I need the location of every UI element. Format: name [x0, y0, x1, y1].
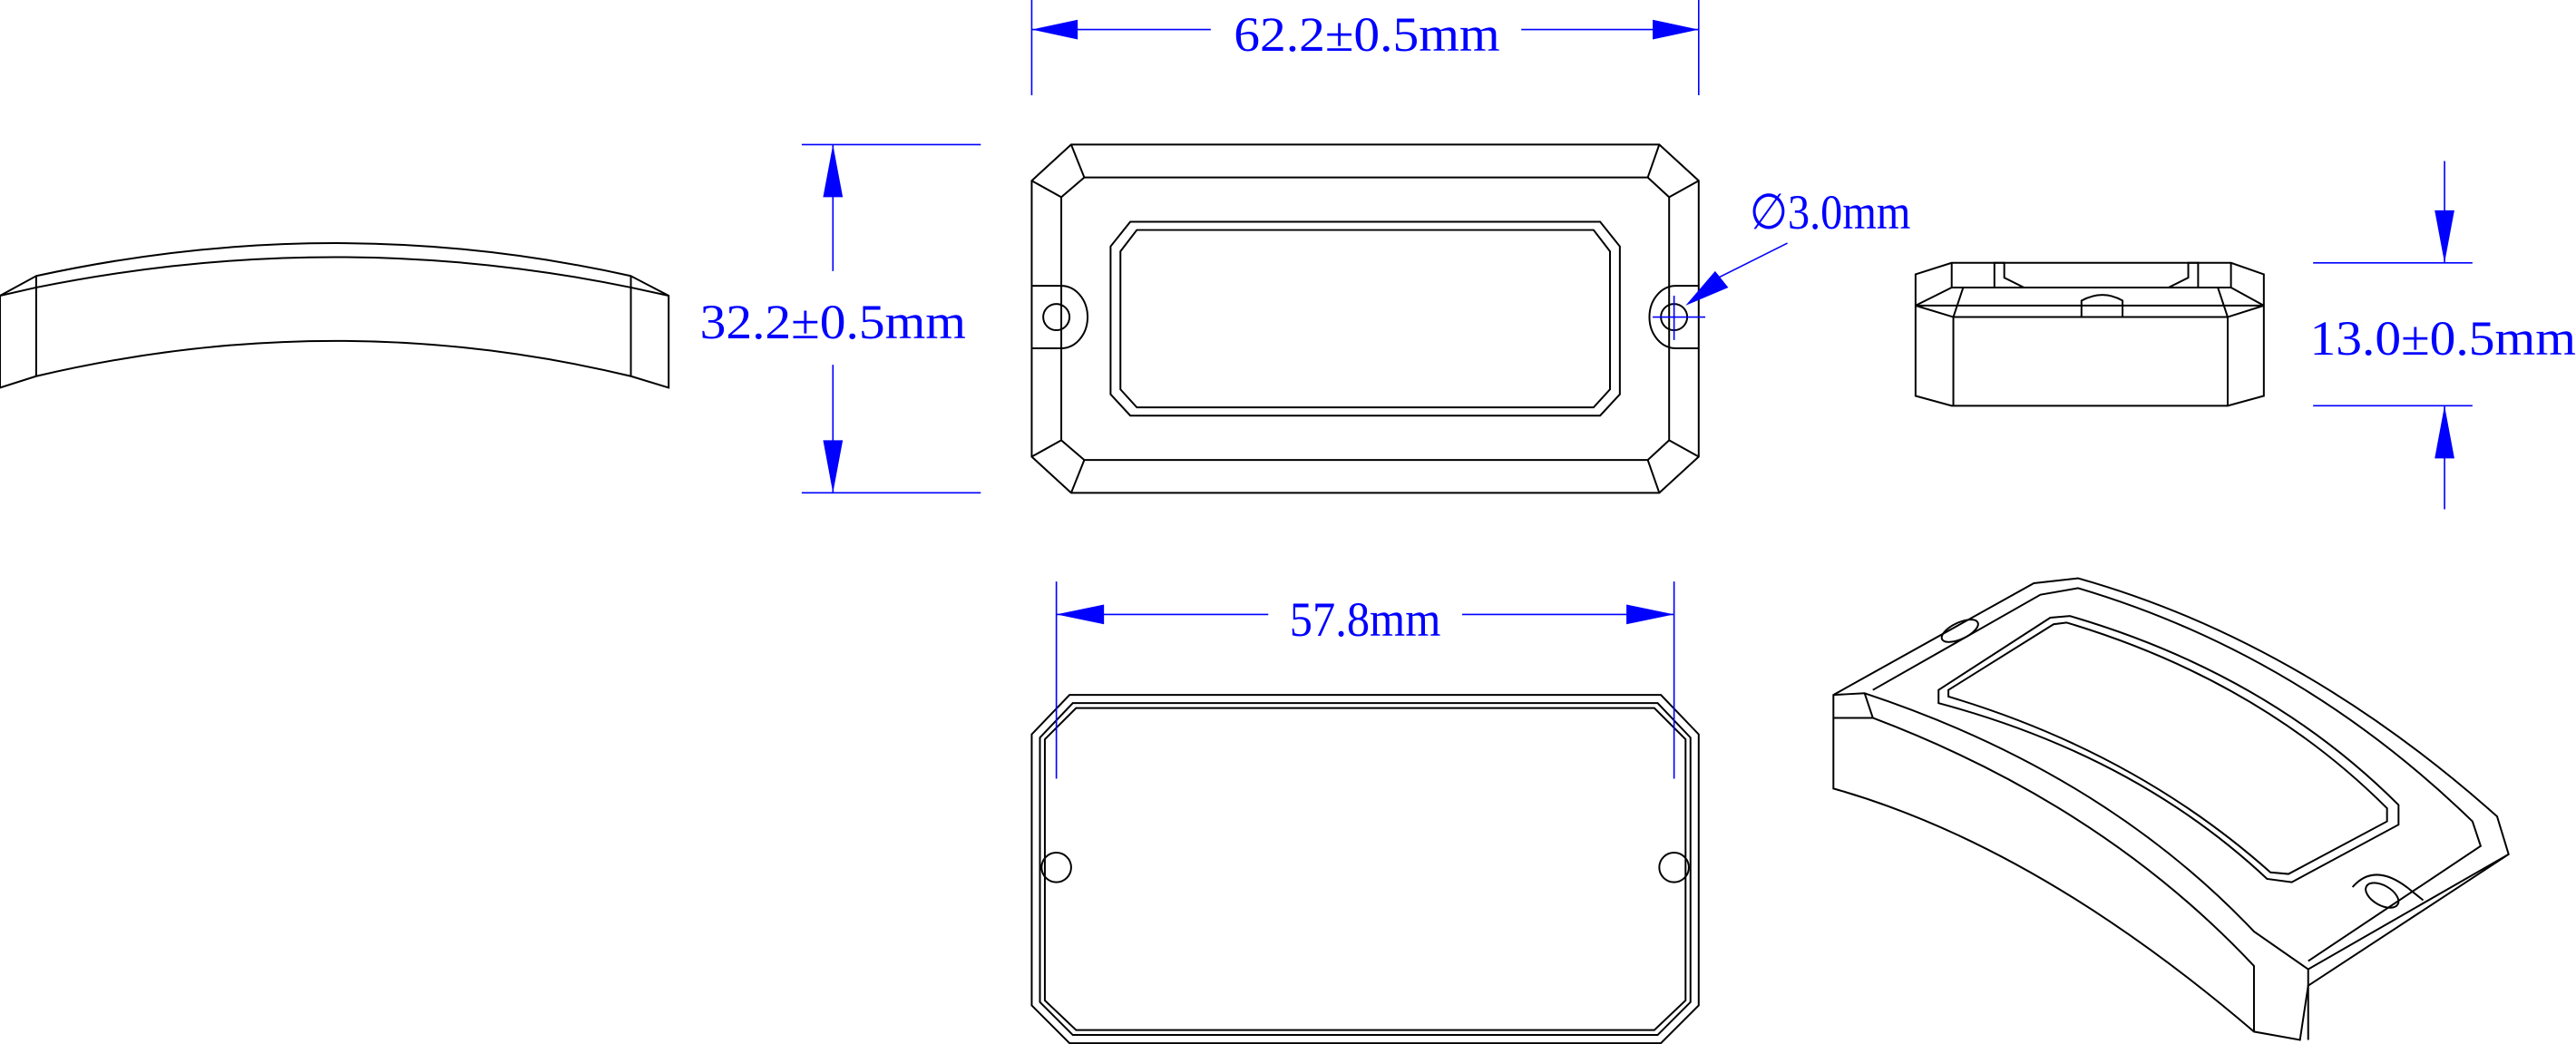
top-view	[1030, 143, 1706, 494]
side-view-curved	[0, 242, 670, 389]
leader-arrow-icon	[1685, 270, 1729, 306]
height-label: 32.2±0.5mm	[700, 295, 966, 349]
arrow-right-icon	[1626, 604, 1674, 625]
thickness-label: 13.0±0.5mm	[2310, 311, 2576, 366]
arrow-down-icon	[2435, 210, 2454, 263]
end-view	[1914, 261, 2265, 407]
dimension-height: 32.2±0.5mm	[700, 143, 981, 494]
hole-diameter-label: ∅3.0mm	[1750, 185, 1910, 239]
arrow-right-icon	[1653, 19, 1699, 40]
bottom-view	[1030, 694, 1700, 1044]
arrow-up-icon	[2435, 405, 2454, 459]
width-label: 62.2±0.5mm	[1234, 7, 1499, 62]
mounting-hole-left	[1042, 303, 1071, 332]
arrow-up-icon	[823, 144, 844, 198]
arrow-left-icon	[1031, 19, 1078, 40]
dimension-width: 62.2±0.5mm	[1030, 0, 1700, 96]
dimension-hole: ∅3.0mm	[1685, 185, 1910, 306]
arrow-left-icon	[1056, 604, 1105, 625]
dimension-hole-spacing: 57.8mm	[1055, 581, 1675, 779]
isometric-view	[1832, 577, 2510, 1041]
hole-spacing-label: 57.8mm	[1290, 592, 1441, 647]
arrow-down-icon	[823, 440, 844, 493]
dimension-thickness: 13.0±0.5mm	[2310, 161, 2576, 510]
